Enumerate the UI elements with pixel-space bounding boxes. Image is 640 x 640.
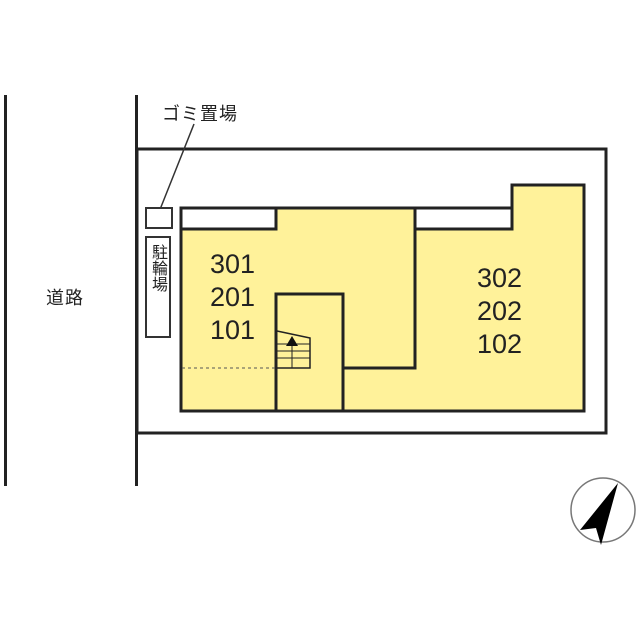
balcony-right (413, 206, 514, 231)
unit-label: 301 (210, 249, 256, 279)
unit-label: 302 (477, 263, 523, 293)
building-left-units: 301 201 101 (210, 248, 255, 347)
garbage-area-box (145, 207, 173, 229)
building-right-units: 302 202 102 (477, 262, 522, 361)
bicycle-parking-label: 駐輪場 (149, 244, 168, 292)
stair-icon (276, 330, 311, 369)
road-edge-line-left (4, 95, 7, 486)
unit-label: 102 (477, 329, 523, 359)
unit-label: 202 (477, 296, 523, 326)
unit-label: 101 (210, 315, 256, 345)
balcony-left (179, 206, 278, 231)
unit-label: 201 (210, 282, 256, 312)
garbage-area-label: ゴミ置場 (162, 104, 238, 125)
north-arrow-icon (570, 477, 636, 545)
bicycle-parking-box: 駐輪場 (145, 236, 171, 338)
road-label: 道路 (46, 288, 84, 309)
garbage-leader-line (158, 123, 195, 213)
